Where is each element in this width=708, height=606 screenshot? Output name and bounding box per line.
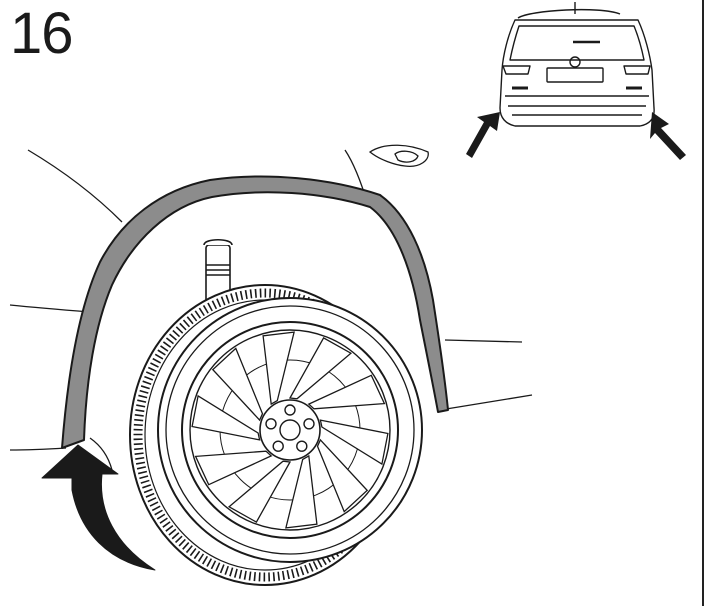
wheel <box>129 284 423 586</box>
rim-spoke <box>285 454 318 529</box>
pointer-arrow-right-icon <box>650 112 686 160</box>
lug-nut <box>284 404 296 416</box>
lug-nut <box>272 440 284 452</box>
curved-insert-arrow-icon <box>41 444 156 571</box>
rim-spoke <box>288 337 353 400</box>
body-detail <box>368 144 429 167</box>
rear-body <box>499 19 655 127</box>
license-plate <box>546 67 604 83</box>
lug-nuts <box>265 404 315 452</box>
rear-window <box>509 25 645 61</box>
rim-spoke <box>262 331 295 406</box>
step-number: 16 <box>10 1 74 66</box>
rim-spoke <box>194 450 273 486</box>
rim-spoke <box>319 419 389 466</box>
rim-spokes <box>191 331 389 529</box>
frame-border <box>702 0 704 606</box>
lug-nut <box>296 440 308 452</box>
rim-spoke <box>191 394 261 441</box>
rear-roof <box>517 8 621 19</box>
rim-spoke <box>316 438 369 513</box>
pointer-arrow-left-icon <box>466 112 500 158</box>
wheel-arch-liner <box>61 175 449 449</box>
lug-nut <box>265 418 277 430</box>
rim-spoke <box>211 347 264 422</box>
vehicle-rear-inset <box>499 2 655 127</box>
lug-nut <box>303 418 315 430</box>
rim-spoke <box>227 460 292 523</box>
rim-spoke <box>307 374 386 410</box>
